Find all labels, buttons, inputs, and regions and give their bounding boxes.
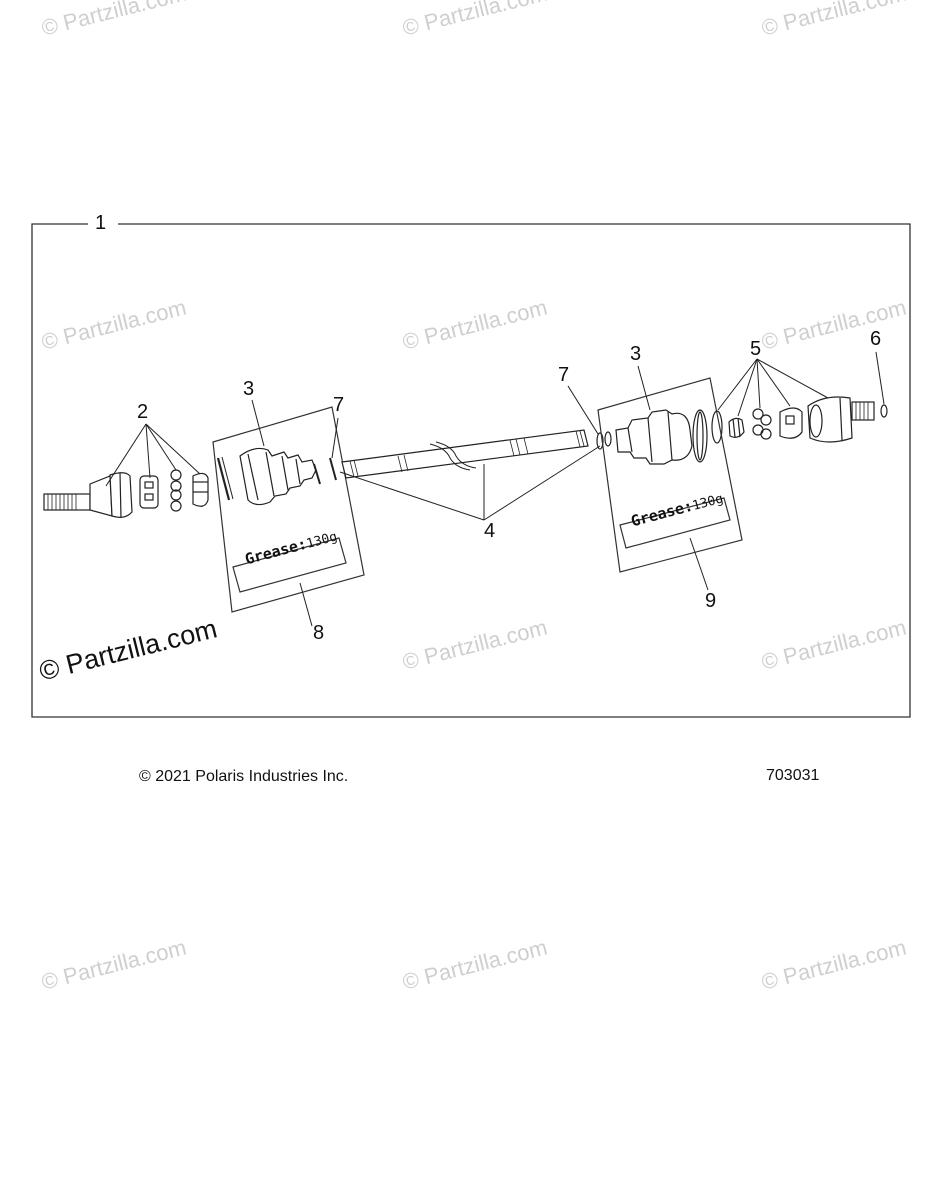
callout-3-left: 3 [243,378,255,400]
copyright-notice: © 2021 Polaris Industries Inc. [139,768,349,785]
callout-3-right: 3 [630,343,642,365]
callout-1: 1 [95,212,107,234]
callout-9: 9 [705,590,717,612]
inner-joint-parts [711,407,803,444]
grease-label-box-left [232,537,347,593]
retaining-ring-left [329,457,337,481]
callout-7-left: 7 [333,394,345,416]
callout-4: 4 [484,520,496,542]
center-shaft [341,429,589,479]
boot-kit-box-right [597,377,743,573]
callout-6: 6 [870,328,882,350]
diagram-id: 703031 [766,767,820,784]
boot-right [604,409,708,465]
leader-lines [105,351,885,627]
circlip-right [880,404,888,418]
boot-left [216,447,321,506]
inner-cv-joint-right [807,396,875,443]
retaining-ring-right [596,432,604,450]
grease-label-box-right [619,497,731,549]
assembly-frame [31,223,911,718]
callout-8: 8 [313,622,325,644]
boot-kit-box-left [212,406,365,613]
callout-7-right: 7 [558,364,570,386]
callout-5: 5 [750,338,762,360]
outer-cv-joint-left [43,472,133,519]
callout-2: 2 [137,401,149,423]
